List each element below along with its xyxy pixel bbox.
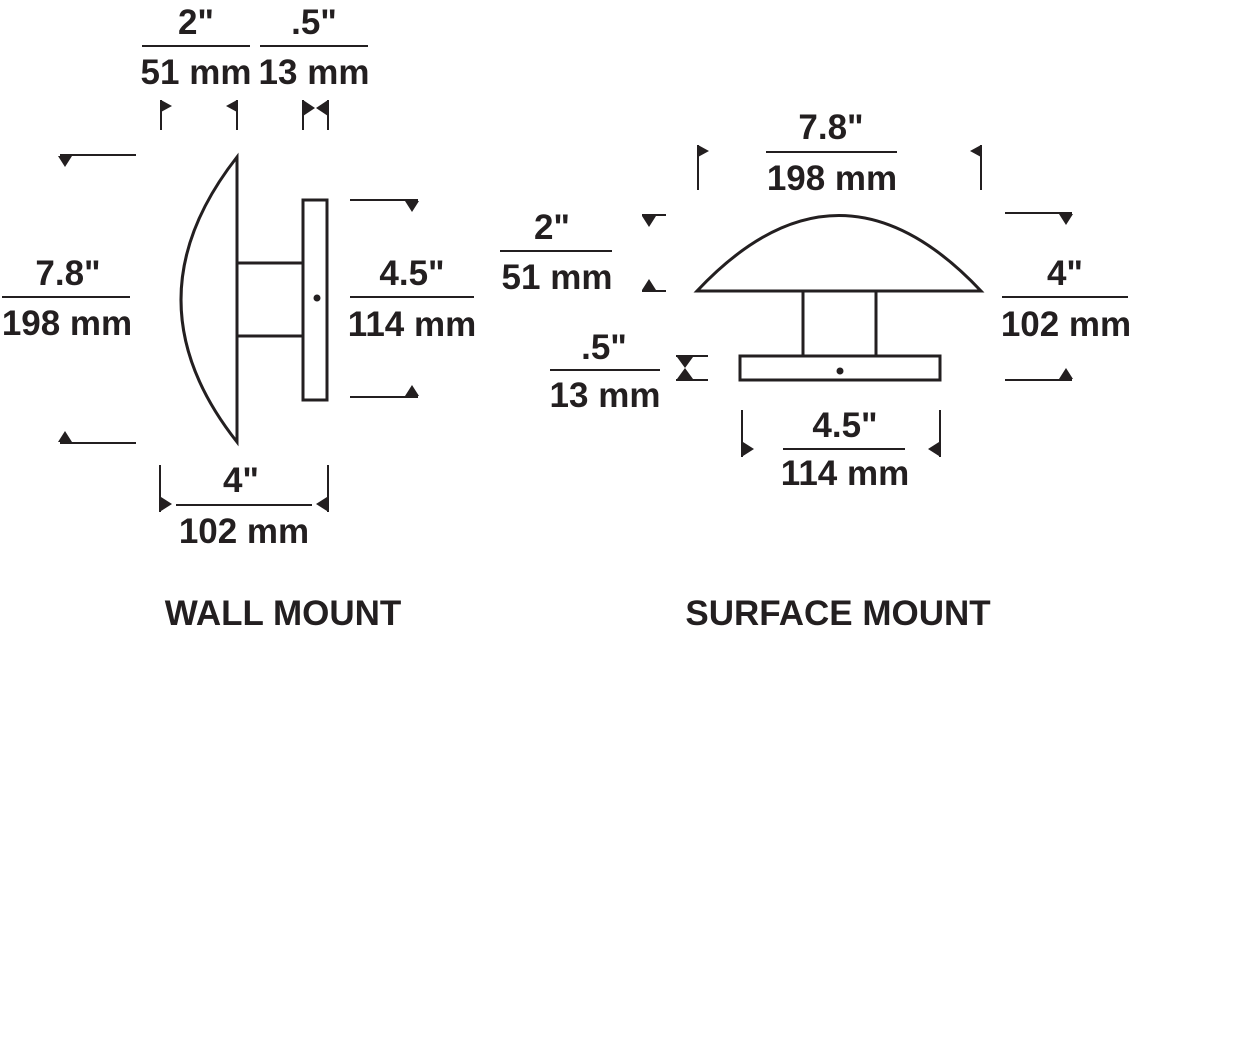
wall-plate-depth-dim: .5" 13 mm [259,3,370,130]
dim-mm: 13 mm [550,376,661,415]
surface-dome-shape [693,214,985,293]
wall-plate-height-dim: 4.5" 114 mm [348,199,476,398]
dim-inches: 4" [1047,254,1083,293]
wall-dome-depth-dim: 2" 51 mm [141,3,252,130]
surface-plate-screw [836,367,844,375]
dim-mm: 114 mm [348,305,476,344]
surface-dome-height-dim: 2" 51 mm [500,208,666,297]
wall-mount-title: WALL MOUNT [165,594,402,633]
dim-inches: 7.8" [798,108,863,147]
surface-plate-shape [738,354,942,382]
dim-inches: 4" [223,461,259,500]
surface-mount-title: SURFACE MOUNT [685,594,990,633]
dim-mm: 13 mm [259,53,370,92]
dim-inches: 2" [534,208,570,247]
surface-stem-shape [801,291,878,355]
wall-mount-drawing: 2" 51 mm .5" 13 mm 7.8" 198 mm 4.5" 114 … [2,3,476,633]
surface-width-dim: 7.8" 198 mm [697,108,982,198]
dim-inches: .5" [581,328,627,367]
wall-plate-screw [313,294,321,302]
dim-inches: 4.5" [812,406,877,445]
dim-inches: 2" [178,3,214,42]
wall-height-dim: 7.8" 198 mm [2,154,136,444]
wall-total-depth-dim: 4" 102 mm [159,461,329,551]
dim-inches: 4.5" [379,254,444,293]
dim-inches: 7.8" [35,254,100,293]
dim-mm: 51 mm [502,258,613,297]
dim-inches: .5" [291,3,337,42]
dim-mm: 102 mm [1001,305,1131,344]
wall-dome-shape [179,152,239,447]
dim-mm: 114 mm [781,454,909,493]
surface-plate-height-dim: .5" 13 mm [550,328,708,415]
surface-plate-width-dim: 4.5" 114 mm [741,406,941,493]
wall-stem-shape [237,261,303,338]
dim-mm: 51 mm [141,53,252,92]
dim-mm: 198 mm [767,159,897,198]
wall-plate-shape [301,198,329,402]
surface-mount-drawing: 7.8" 198 mm 2" 51 mm .5" 13 mm 4" 102 mm [500,108,1131,633]
dim-mm: 102 mm [179,512,309,551]
surface-total-height-dim: 4" 102 mm [1001,212,1131,381]
dim-mm: 198 mm [2,304,132,343]
